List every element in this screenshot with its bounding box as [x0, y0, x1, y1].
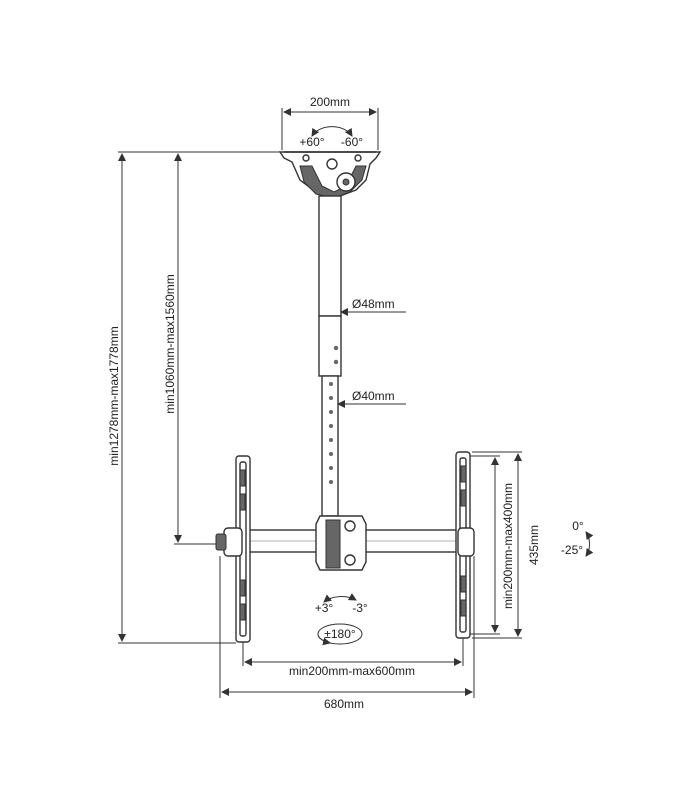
bracket-width-range-label: min200mm-max600mm: [289, 664, 415, 678]
dimension-ceiling-plate: 200mm: [281, 95, 379, 150]
arm-width-label: 680mm: [324, 697, 364, 711]
dimension-pole-height: min1060mm-max1560mm: [163, 153, 216, 545]
dimension-bracket-total-height: 435mm: [472, 451, 541, 639]
ceiling-plate: [278, 151, 382, 199]
telescopic-pole: [318, 195, 342, 517]
left-vertical-bracket: [215, 455, 251, 643]
dimension-inner-pole: Ø40mm: [337, 389, 406, 408]
tilt-down-label: -25°: [561, 543, 583, 557]
level-left-label: +3°: [315, 601, 334, 615]
dimension-bracket-width-range: min200mm-max600mm: [242, 638, 464, 678]
tilt-block: [315, 515, 367, 571]
swivel-angle: +60° -60°: [299, 126, 363, 149]
level-right-label: -3°: [352, 601, 368, 615]
swivel-left-label: +60°: [299, 135, 324, 149]
total-height-label: min1278mm-max1778mm: [107, 326, 121, 465]
rotation-angle: ±180°: [317, 623, 363, 646]
swivel-right-label: -60°: [341, 135, 363, 149]
tilt-up-label: 0°: [572, 519, 584, 533]
pole-height-label: min1060mm-max1560mm: [163, 274, 177, 413]
right-vertical-bracket: [455, 451, 475, 639]
dimension-arm-width: 680mm: [219, 556, 475, 711]
inner-pole-diameter-label: Ø40mm: [352, 389, 395, 403]
dimension-bracket-height-range: min200mm-max400mm: [470, 455, 515, 635]
ceiling-plate-width-label: 200mm: [310, 95, 350, 109]
outer-pole-diameter-label: Ø48mm: [352, 297, 395, 311]
rotation-label: ±180°: [324, 627, 356, 641]
dimension-outer-pole: Ø48mm: [340, 297, 406, 316]
dimension-total-height: min1278mm-max1778mm: [107, 151, 282, 644]
bracket-total-height-label: 435mm: [527, 525, 541, 565]
bracket-height-range-label: min200mm-max400mm: [501, 483, 515, 609]
level-angle: +3° -3°: [315, 593, 368, 615]
tilt-angle: 0° -25°: [561, 519, 594, 557]
